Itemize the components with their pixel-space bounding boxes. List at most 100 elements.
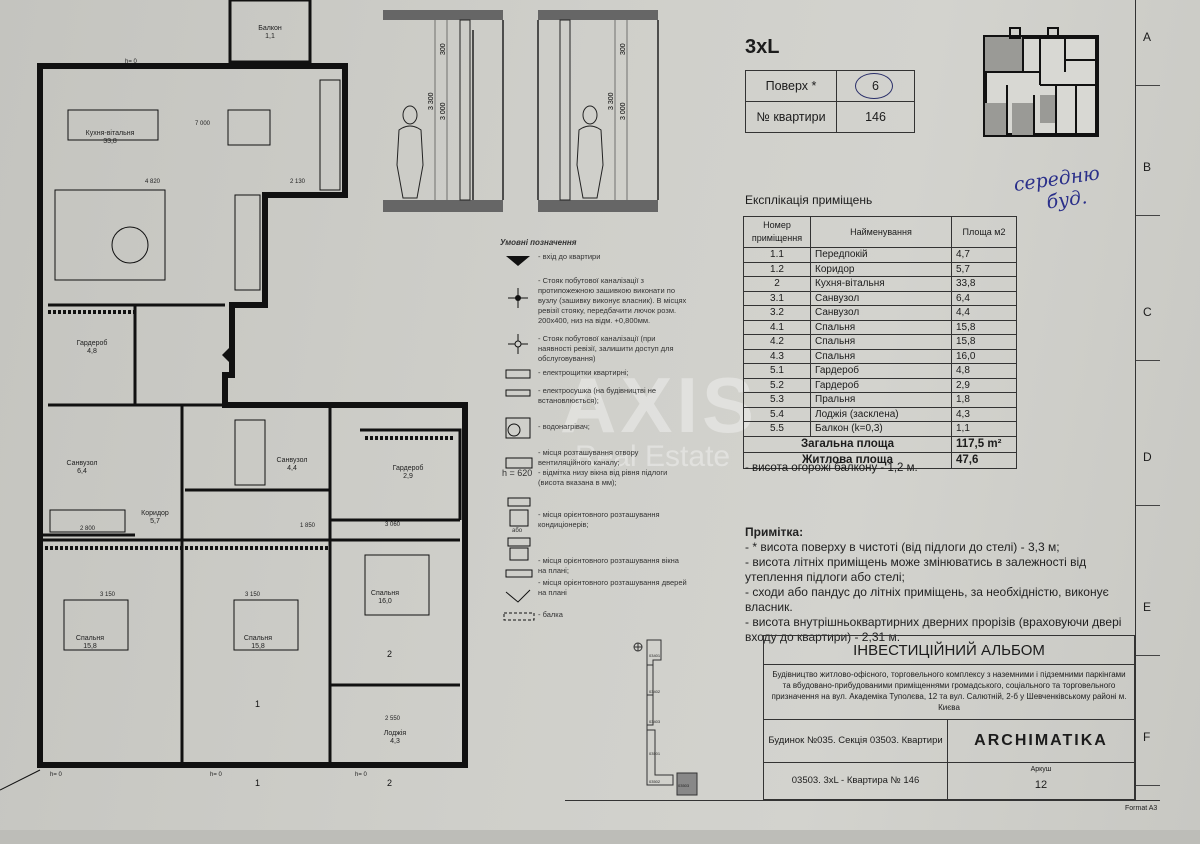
dim: 7 000	[195, 121, 211, 127]
legend-item: - вхід до квартири	[538, 252, 601, 261]
sections: 3 300 3 000 300 3 300 3 000 300	[383, 10, 659, 212]
key-plan-label: 03501	[649, 751, 661, 756]
notes-title: Примітка:	[745, 525, 804, 539]
room-label-area: 4,4	[287, 465, 297, 472]
room-name: Спальня	[810, 319, 952, 335]
room-label-area: 6,4	[77, 468, 87, 475]
explication-table: Номер приміщення Найменування Площа м2 1…	[743, 216, 1017, 469]
frame-letter: E	[1143, 600, 1152, 614]
air-conditioner-icon	[507, 497, 531, 561]
key-plan-label: 03503	[678, 783, 690, 788]
frame-tick	[1136, 360, 1160, 361]
frame-tick	[1136, 785, 1160, 786]
legend-item: - Стояк побутової каналізації з протипож…	[538, 276, 687, 325]
apartment-type: 3xL	[745, 36, 780, 58]
room-label-area: 4,3	[390, 738, 400, 745]
dim-clear: 3 000	[620, 102, 627, 120]
room-label-name: Санвузол	[67, 460, 98, 467]
room-name: Передпокій	[810, 247, 952, 263]
floor-key-plan	[983, 27, 1099, 137]
frame-letter: D	[1143, 450, 1152, 464]
room-area: 4,4	[951, 305, 1017, 321]
room-label-area: 2,9	[403, 473, 413, 480]
frame-tick	[1136, 215, 1160, 216]
apartment-label: № квартири	[745, 101, 837, 133]
apartment-info-table: Поверх * 6 № квартири 146	[745, 70, 915, 133]
sheet-cell: Аркуш 12	[947, 762, 1135, 800]
legend-h-mark: h = 620	[502, 468, 533, 478]
room-label-name: Лоджія	[384, 729, 407, 737]
sheet-name: 03503. 3xL - Квартира № 146	[763, 762, 948, 800]
room-name: Санвузол	[810, 290, 952, 306]
legend-item: - балка	[538, 610, 563, 619]
dim: 2 550	[385, 716, 401, 722]
explication-title: Експлікація приміщень	[745, 193, 873, 207]
room-label-name: Спальня	[371, 590, 399, 597]
frame-letter: F	[1143, 730, 1151, 744]
floor-plan: Кухня-вітальня33,8Гардероб4,8Санвузол6,4…	[0, 0, 468, 791]
room-name: Спальня	[810, 334, 952, 350]
room-label-name: Гардероб	[393, 464, 424, 472]
note-line: - * висота поверху в чистоті (від підлог…	[745, 540, 1060, 554]
legend-item: - місця розташування отвору вентиляційно…	[538, 448, 639, 467]
section-mark: 1	[255, 778, 260, 788]
room-label-name: Гардероб	[77, 339, 108, 347]
room-number: 5.5	[743, 421, 811, 437]
electric-panel-icon	[505, 369, 531, 379]
sheet-number: 12	[1034, 779, 1048, 791]
dim-top: 300	[440, 43, 447, 55]
window-icon	[505, 569, 533, 578]
note-line: - висота внутрішньоквартирних дверних пр…	[745, 615, 1122, 644]
sewer-riser-revision-icon	[508, 334, 528, 354]
section-mark: 1	[255, 699, 260, 709]
h-mark: h= 0	[50, 772, 63, 778]
legend-item: - електрощитки квартирні;	[538, 368, 629, 377]
room-label-area: 1,1	[265, 33, 275, 40]
room-label-name: Балкон	[258, 25, 282, 32]
note-line: - сходи або пандус до літніх приміщень, …	[745, 585, 1109, 614]
apartment-value: 146	[836, 101, 915, 133]
dim: 3 150	[100, 592, 116, 598]
frame-tick	[1136, 505, 1160, 506]
dim: 3 060	[385, 522, 401, 528]
room-label-name: Спальня	[76, 635, 104, 642]
legend-item: - місця орієнтовного розташування вікна …	[538, 556, 679, 575]
col-name: Найменування	[810, 216, 952, 248]
legend-item: - місця орієнтовного розташування дверей…	[538, 578, 687, 597]
room-number: 5.4	[743, 406, 811, 422]
balcony-note: - висота огорожі балкону - 1,2 м.	[745, 462, 918, 474]
note-line: - висота літніх приміщень може змінювати…	[745, 555, 1087, 584]
room-area: 1,1	[951, 421, 1017, 437]
legend-item: - відмітка низу вікна від рівня підлоги …	[538, 468, 668, 487]
watermark-sub: Real Estate	[575, 440, 731, 473]
album-title: ІНВЕСТИЦІЙНИЙ АЛЬБОМ	[763, 635, 1135, 665]
room-name: Спальня	[810, 348, 952, 364]
room-area: 2,9	[951, 377, 1017, 393]
key-plan-label: 03401	[649, 653, 661, 658]
frame-tick	[1136, 655, 1160, 656]
paper-format: Format A3	[1125, 805, 1158, 812]
room-number: 5.3	[743, 392, 811, 408]
room-number: 4.2	[743, 334, 811, 350]
beam-icon	[503, 612, 535, 621]
key-plan-label: 03502	[649, 779, 661, 784]
dim: 2 800	[80, 526, 96, 532]
watermark: AXIS	[560, 361, 759, 449]
room-label-name: Коридор	[141, 510, 169, 517]
h-mark: h= 0	[355, 772, 368, 778]
door-icon	[505, 589, 531, 603]
frame-right-border	[1135, 0, 1136, 800]
legend-item: - електросушка (на будівництві не встано…	[538, 386, 657, 405]
key-plan-label: 03402	[649, 689, 661, 694]
balcony	[228, 0, 312, 64]
water-heater-icon	[505, 417, 531, 439]
total-area-value: 117,5 m²	[951, 435, 1017, 453]
